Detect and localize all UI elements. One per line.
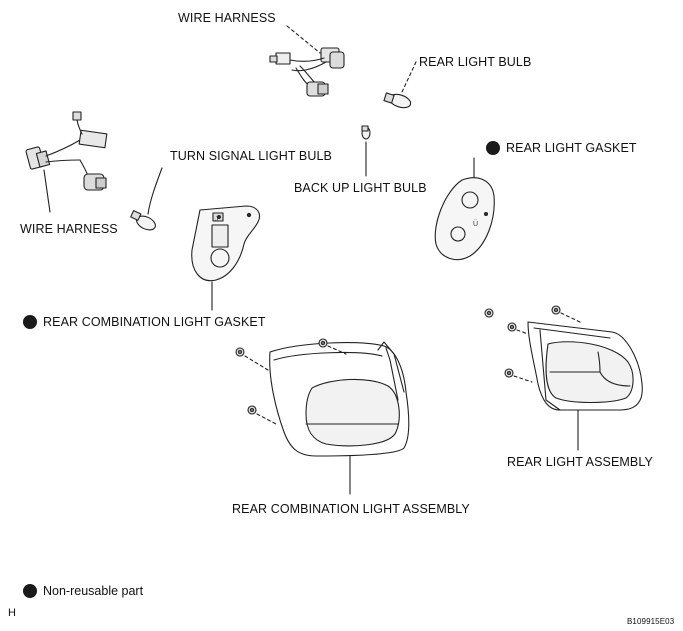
label-rear-light-assembly: REAR LIGHT ASSEMBLY <box>507 455 653 469</box>
label-rear-light-gasket: REAR LIGHT GASKET <box>486 141 637 155</box>
label-rear-combination-light-gasket-text: REAR COMBINATION LIGHT GASKET <box>43 315 266 329</box>
legend-non-reusable-text: Non-reusable part <box>43 584 144 598</box>
figure-code: B109915E03 <box>627 617 675 626</box>
rear-combination-light-assembly-part <box>235 338 410 495</box>
label-rear-light-gasket-text: REAR LIGHT GASKET <box>506 141 637 155</box>
svg-text:Ü: Ü <box>473 220 478 228</box>
corner-letter: H <box>8 607 17 619</box>
turn-signal-light-bulb-part <box>130 167 163 231</box>
non-reusable-marker-icon <box>486 141 500 155</box>
label-wire-harness-top: WIRE HARNESS <box>178 11 276 25</box>
wire-harness-top-part <box>269 25 345 97</box>
label-rear-combination-light-gasket: REAR COMBINATION LIGHT GASKET <box>23 315 266 329</box>
label-back-up-light-bulb: BACK UP LIGHT BULB <box>294 181 427 195</box>
rear-combination-light-gasket-part: J <box>191 205 261 311</box>
label-turn-signal-light-bulb: TURN SIGNAL LIGHT BULB <box>170 149 332 163</box>
label-rear-combination-light-assembly: REAR COMBINATION LIGHT ASSEMBLY <box>232 502 470 516</box>
rear-light-assembly-part <box>484 305 643 451</box>
wire-harness-left-part <box>25 111 108 213</box>
rear-light-bulb-part <box>383 61 417 109</box>
label-rear-light-bulb: REAR LIGHT BULB <box>419 55 532 69</box>
back-up-light-bulb-part <box>361 125 371 177</box>
legend: Non-reusable part <box>23 584 143 598</box>
non-reusable-marker-icon <box>23 315 37 329</box>
svg-text:J: J <box>215 217 218 223</box>
label-wire-harness-left: WIRE HARNESS <box>20 222 118 236</box>
non-reusable-marker-icon <box>23 584 37 598</box>
rear-light-gasket-part: Ü <box>434 157 495 261</box>
